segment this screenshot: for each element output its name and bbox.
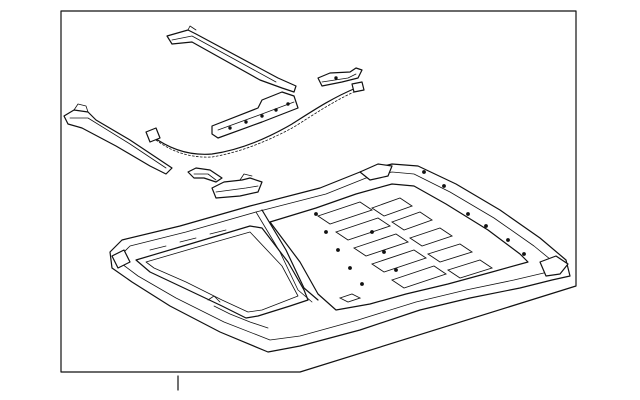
small-clip: [187, 167, 223, 183]
diagram-panel-border: [60, 10, 577, 373]
sunroof-housing-frame: [109, 163, 571, 353]
drain-hose: [145, 81, 365, 158]
front-rail-lower: [63, 103, 173, 175]
front-rail-upper: [166, 25, 297, 93]
guide-block: [211, 173, 263, 199]
side-bracket-left: [211, 91, 299, 139]
rear-guide-bracket: [317, 67, 363, 87]
